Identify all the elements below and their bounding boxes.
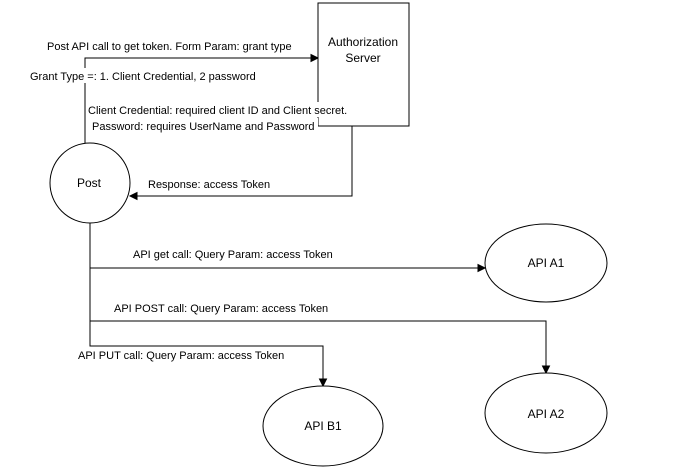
edge-get-token — [84, 57, 311, 143]
get-call-edge-label: API get call: Query Param: access Token — [133, 249, 333, 261]
api-b1-node — [262, 385, 384, 467]
post-node — [49, 142, 131, 224]
post-label: Post — [77, 176, 102, 190]
get-token-edge-label: Post API call to get token. Form Param: … — [47, 41, 292, 53]
api-b1-label: API B1 — [304, 419, 342, 433]
edge-response — [137, 126, 353, 197]
edge-get-call-arrowhead — [477, 263, 487, 273]
client-credential-note: Client Credential: required client ID an… — [88, 105, 347, 117]
grant-type-note-bg — [29, 68, 259, 83]
password-note-bg — [91, 118, 318, 133]
authorization-server-label-line1: Authorization — [328, 35, 398, 49]
put-call-edge-label: API PUT call: Query Param: access Token — [78, 350, 284, 362]
api-a2-node — [484, 372, 608, 454]
api-a2-label: API A2 — [528, 407, 565, 421]
password-note: Password: requires UserName and Password — [92, 121, 315, 133]
post-call-edge-label: API POST call: Query Param: access Token — [114, 303, 328, 315]
edge-put-call-arrowhead — [318, 378, 328, 388]
api-a1-label: API A1 — [528, 256, 565, 270]
grant-type-note: Grant Type =: 1. Client Credential, 2 pa… — [30, 71, 256, 83]
edge-get-call — [89, 222, 478, 269]
api-a1-node — [484, 223, 608, 303]
edge-get-token-arrowhead — [310, 53, 320, 63]
edge-response-arrowhead — [128, 191, 138, 201]
edge-post-call — [89, 222, 547, 366]
client-credential-note-bg — [87, 102, 349, 117]
response-edge-label: Response: access Token — [148, 179, 270, 191]
edge-put-call — [89, 222, 324, 379]
authorization-server-label-line2: Server — [345, 51, 380, 65]
edge-post-call-arrowhead — [541, 365, 551, 375]
